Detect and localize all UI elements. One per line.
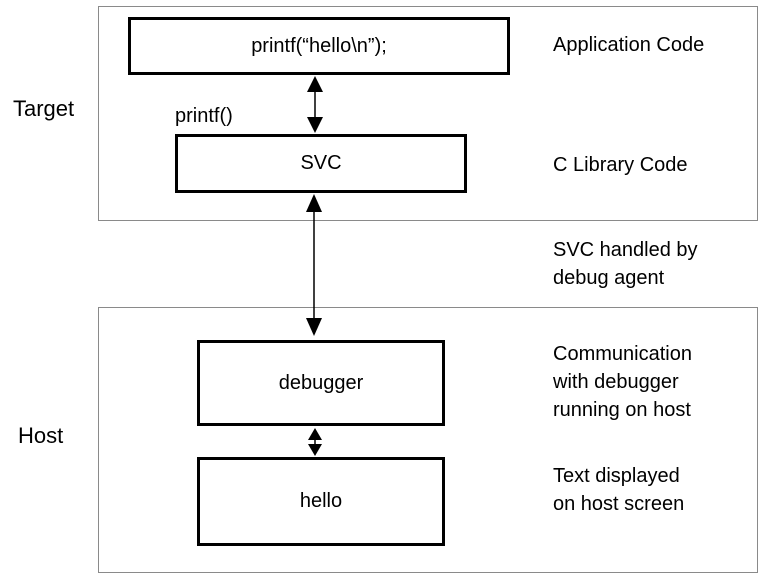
application-code-text: printf(“hello\n”); (251, 34, 387, 57)
communication-caption-line2: with debugger (553, 371, 679, 393)
target-label: Target (13, 96, 75, 121)
svc-handled-caption: SVC handled by debug agent (553, 236, 698, 292)
communication-caption: Communication with debugger running on h… (553, 340, 692, 424)
application-code-box: printf(“hello\n”); (128, 17, 510, 75)
host-label: Host (18, 423, 64, 448)
text-displayed-caption-line1: Text displayed (553, 465, 680, 487)
svc-text: SVC (300, 152, 342, 174)
debugger-box: debugger (197, 340, 445, 426)
printf-function-label: printf() (175, 105, 233, 127)
svc-handled-caption-line1: SVC handled by (553, 239, 698, 261)
hello-box: hello (197, 457, 445, 546)
svc-handled-caption-line2: debug agent (553, 267, 665, 289)
application-code-caption: Application Code (553, 34, 705, 56)
communication-caption-line1: Communication (553, 343, 692, 365)
svc-box: SVC (175, 134, 467, 193)
double-arrow-svc-debugger-icon (306, 194, 322, 336)
double-arrow-debugger-hello-icon (307, 428, 323, 456)
hello-text: hello (299, 490, 343, 512)
text-displayed-caption: Text displayed on host screen (553, 462, 684, 518)
text-displayed-caption-line2: on host screen (553, 493, 685, 515)
double-arrow-app-svc-icon (307, 76, 323, 133)
debugger-text: debugger (278, 371, 364, 394)
c-library-code-caption: C Library Code (553, 154, 688, 176)
communication-caption-line3: running on host (553, 399, 691, 421)
